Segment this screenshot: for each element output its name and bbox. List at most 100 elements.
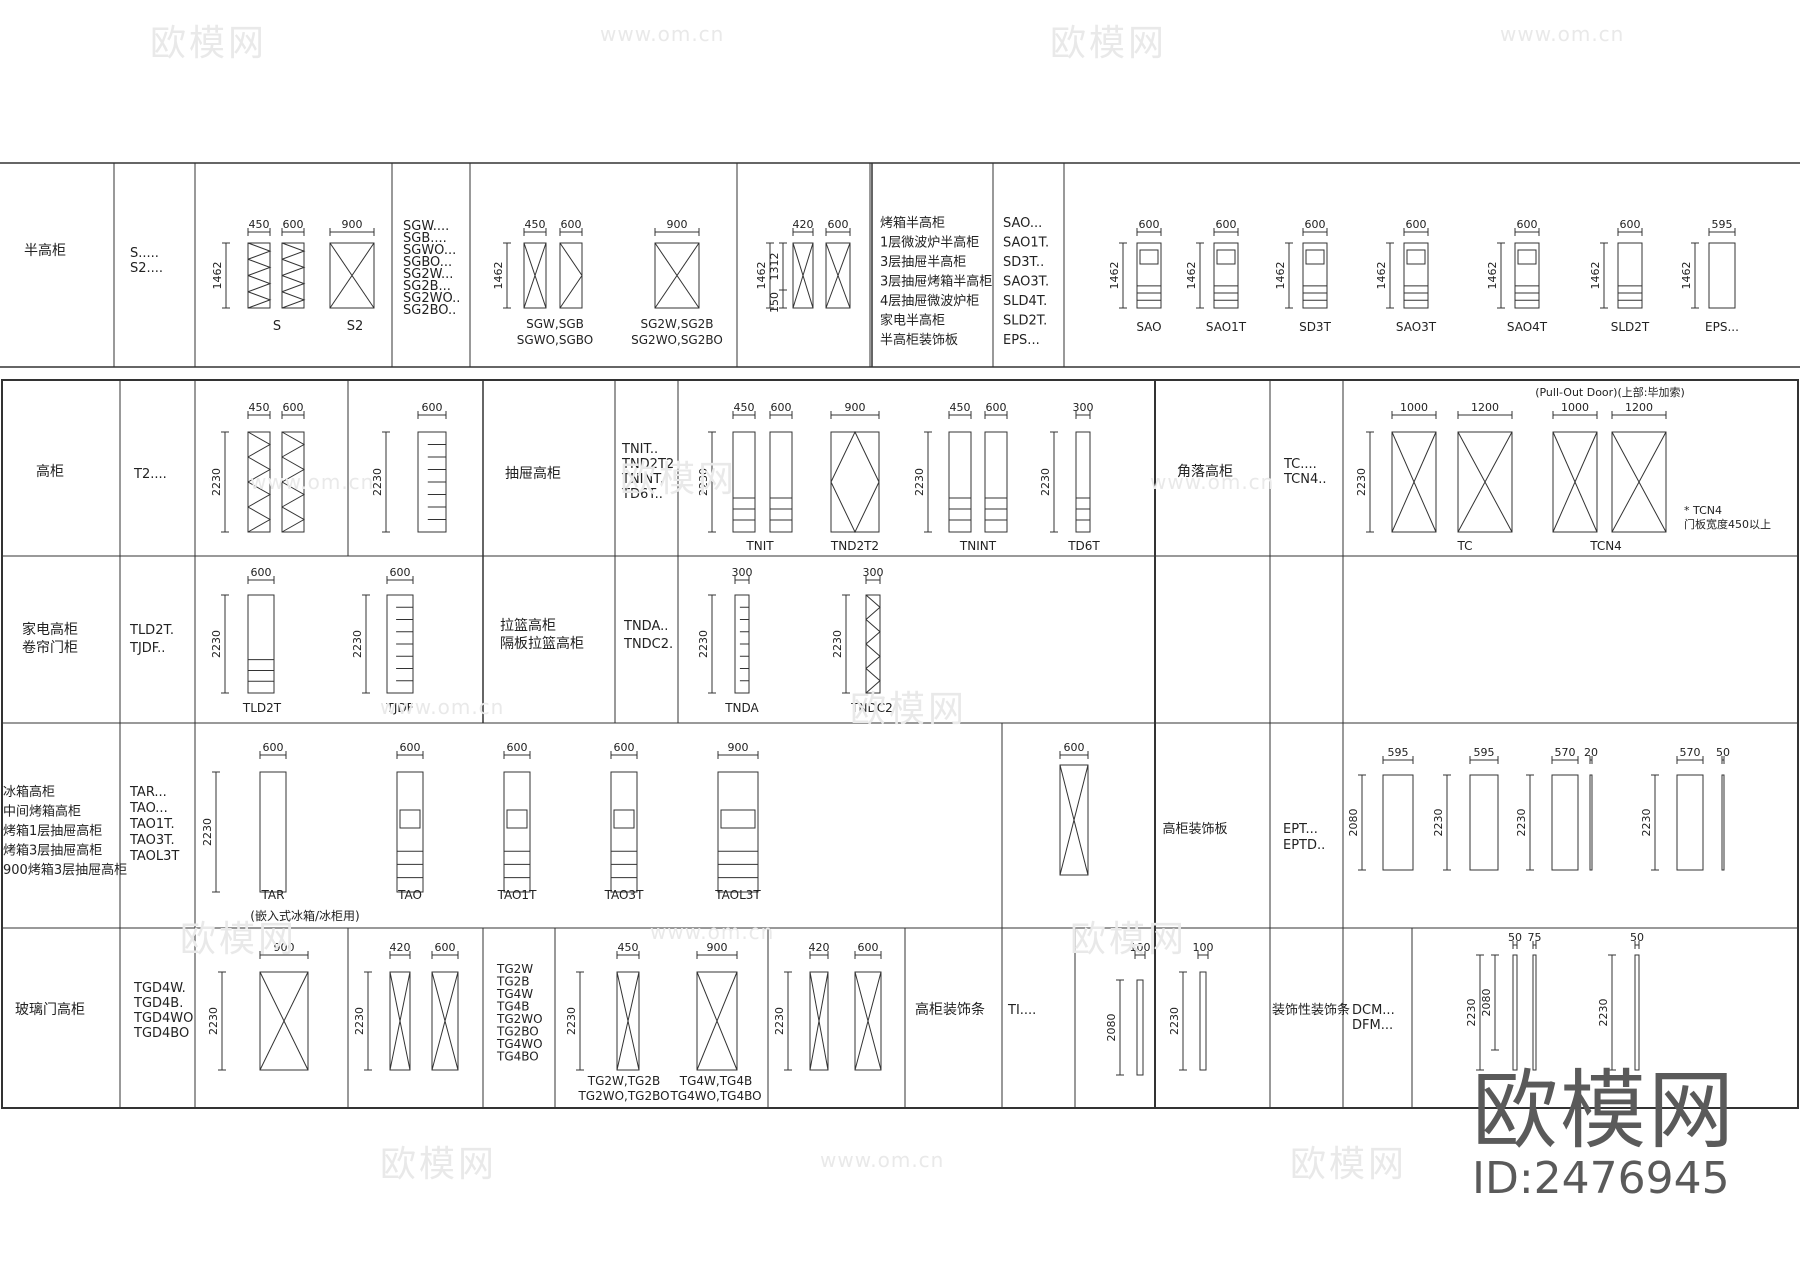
- dimension-label: 600: [283, 218, 304, 231]
- cabinet-code: SGW,SGB: [526, 317, 584, 331]
- cabinet-code: SGWO,SGBO: [517, 333, 593, 347]
- code-label: TC....: [1283, 457, 1317, 472]
- dimension-label: 1462: [755, 262, 768, 290]
- cabinet-outline: [830, 431, 880, 533]
- dimension-label: 900: [707, 941, 728, 954]
- door-line: [329, 242, 375, 309]
- code-label: SG2W...: [403, 267, 453, 282]
- cabinet-outline: [247, 594, 275, 694]
- appliance-window: [506, 809, 528, 829]
- dimension-label: 595: [1474, 746, 1495, 759]
- dimension-label: 1000: [1561, 401, 1589, 414]
- main-table-frame: [1, 379, 1799, 1109]
- dimension-label: 1000: [1400, 401, 1428, 414]
- cabinet-outline: [1199, 971, 1207, 1071]
- cabinet-code: TG2W,TG2B: [587, 1074, 660, 1088]
- cabinet-type: 4层抽屉微波炉柜: [880, 294, 979, 309]
- category-label: 900烤箱3层抽屉高柜: [3, 862, 127, 878]
- cabinet-outline: [654, 242, 700, 309]
- cabinet-code: TD6T: [1067, 539, 1100, 553]
- dimension-label: 600: [858, 941, 879, 954]
- dimension-label: 1200: [1625, 401, 1653, 414]
- code-label: TI....: [1007, 1003, 1036, 1018]
- cabinet-code: TG4W,TG4B: [679, 1074, 752, 1088]
- dimension-label: 600: [1620, 218, 1641, 231]
- cabinet-outline: [1551, 774, 1579, 871]
- cabinet-code: TG2WO,TG2BO: [577, 1089, 669, 1103]
- dimension-label: 150: [768, 292, 781, 313]
- dimension-label: 1462: [211, 262, 224, 290]
- code-label: TCN4..: [1283, 472, 1327, 487]
- door-line: [281, 506, 306, 533]
- code-label: TG4W: [496, 987, 533, 1001]
- cabinet-code: S: [273, 319, 281, 334]
- appliance-window: [1139, 249, 1159, 265]
- code-label: SGB....: [403, 231, 447, 246]
- dimension-label: 600: [986, 401, 1007, 414]
- dimension-label: 20: [1584, 746, 1598, 759]
- cabinet-type: 3层抽屉烤箱半高柜: [880, 274, 992, 290]
- category-label: 冰箱高柜: [3, 784, 55, 800]
- cabinet-outline: [1403, 242, 1429, 309]
- dimension-label: 600: [400, 741, 421, 754]
- cabinet-outline: [1676, 774, 1704, 871]
- code-label: SAO1T.: [1003, 236, 1049, 251]
- code-label: TD6T..: [621, 487, 663, 502]
- cabinet-code: TNDA: [724, 701, 759, 715]
- door-line: [247, 481, 272, 508]
- door-line: [281, 481, 306, 508]
- dimension-label: 900: [728, 741, 749, 754]
- cabinet-outline: [1469, 774, 1499, 871]
- code-label: TG2WO: [496, 1012, 543, 1026]
- dimension-label: 2230: [1515, 809, 1528, 837]
- code-label: TG2W: [496, 962, 533, 976]
- category-label: 烤箱1层抽屉高柜: [3, 823, 102, 839]
- dimension-label: 2230: [351, 630, 364, 658]
- cabinet-code: TNDC2: [850, 701, 893, 715]
- dimension-label: 2230: [201, 818, 214, 846]
- appliance-window: [1216, 249, 1236, 265]
- cabinet-code: SAO1T: [1206, 320, 1247, 334]
- cabinet-code: SD3T: [1299, 320, 1331, 334]
- cabinet-outline: [1708, 242, 1736, 309]
- dimension-label: 2230: [1465, 999, 1478, 1027]
- door-line: [830, 430, 880, 534]
- top-table-frame: [0, 162, 1800, 368]
- cabinet-outline: [389, 971, 411, 1071]
- dimension-label: 1462: [1486, 262, 1499, 290]
- dimension-label: 600: [251, 566, 272, 579]
- category-label: 拉篮高柜: [500, 617, 556, 634]
- dimension-label: 450: [618, 941, 639, 954]
- cabinet-outline: [1589, 774, 1593, 871]
- cabinet-outline: [1532, 954, 1537, 1071]
- code-label: EPTD..: [1283, 838, 1325, 853]
- dimension-label: 600: [561, 218, 582, 231]
- cabinet-outline: [732, 431, 756, 533]
- dimension-label: 2080: [1105, 1014, 1118, 1042]
- cabinet-type: 家电半高柜: [880, 313, 945, 329]
- dimension-label: 600: [1216, 218, 1237, 231]
- cabinet-outline: [1136, 242, 1162, 309]
- dimension-label: 2230: [1432, 809, 1445, 837]
- code-label: S2....: [130, 261, 163, 276]
- door-line: [559, 242, 583, 309]
- door-line: [247, 506, 272, 533]
- code-label: EPS...: [1003, 333, 1040, 348]
- cabinet-code: SAO3T: [1396, 320, 1437, 334]
- category-label: 装饰性装饰条: [1272, 1002, 1350, 1018]
- code-label: DFM...: [1352, 1018, 1393, 1033]
- dimension-label: 600: [1517, 218, 1538, 231]
- code-label: TG2BO: [496, 1025, 539, 1039]
- cabinet-outline: [1059, 764, 1089, 876]
- dimension-label: 600: [1305, 218, 1326, 231]
- dimension-label: 900: [342, 218, 363, 231]
- code-label: TNIT..: [621, 442, 658, 457]
- dimension-label: 2080: [1480, 989, 1493, 1017]
- cabinet-code: SG2WO,SG2BO: [631, 333, 723, 347]
- category-label: 家电高柜: [22, 621, 78, 638]
- dimension-label: 1462: [1589, 262, 1602, 290]
- code-label: TGD4WO: [133, 1011, 193, 1026]
- appliance-window: [399, 809, 421, 829]
- appliance-window: [1406, 249, 1426, 265]
